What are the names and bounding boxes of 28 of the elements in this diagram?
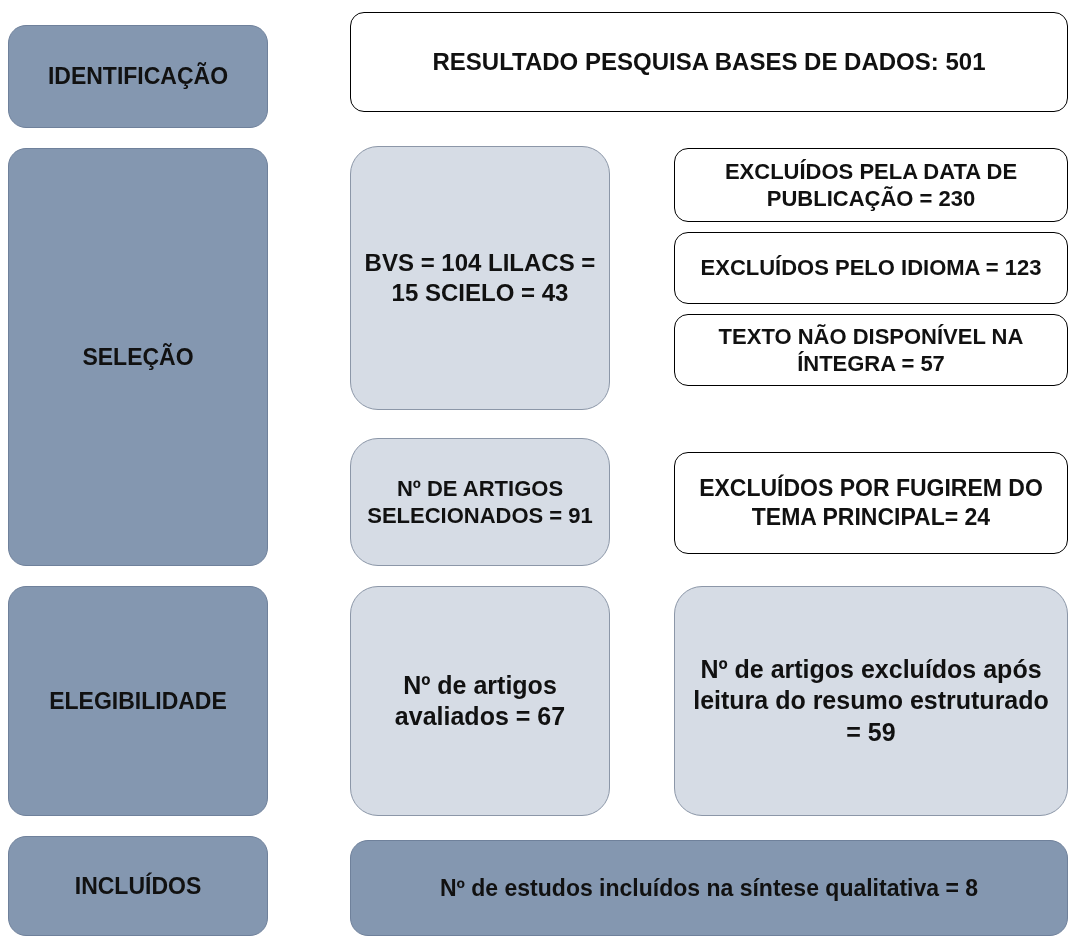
exclusion-text: TEXTO NÃO DISPONÍVEL NA ÍNTEGRA = 57 xyxy=(717,322,1025,378)
stage-label: SELEÇÃO xyxy=(82,342,194,372)
result-text: Nº de estudos incluídos na síntese qualitativa = 8 xyxy=(439,873,979,903)
stage-label: INCLUÍDOS xyxy=(74,871,202,901)
exclusion-box xyxy=(674,452,1068,554)
exclusion-text: EXCLUÍDOS PELA DATA DE PUBLICAÇÃO = 230 xyxy=(723,157,1019,213)
stage-box xyxy=(8,25,268,128)
exclusion-text: EXCLUÍDOS POR FUGIREM DO TEMA PRINCIPAL= 24 xyxy=(698,474,1044,532)
stage-box xyxy=(8,586,268,816)
stage-box xyxy=(8,148,268,566)
count-text: BVS = 104 LILACS = 15 SCIELO = 43 xyxy=(363,248,597,308)
result-box xyxy=(350,840,1068,936)
count-box xyxy=(350,146,610,410)
stage-label: IDENTIFICAÇÃO xyxy=(47,62,229,91)
stage-box xyxy=(8,836,268,936)
result-text: RESULTADO PESQUISA BASES DE DADOS: 501 xyxy=(432,47,986,77)
count-text: Nº DE ARTIGOS SELECIONADOS = 91 xyxy=(366,474,594,530)
count-text: Nº de artigos avaliados = 67 xyxy=(393,669,567,732)
count-box xyxy=(350,438,610,566)
result-box xyxy=(350,12,1068,112)
exclusion-box xyxy=(674,586,1068,816)
stage-label: ELEGIBILIDADE xyxy=(49,686,227,716)
count-box xyxy=(350,586,610,816)
exclusion-text: EXCLUÍDOS PELO IDIOMA = 123 xyxy=(700,254,1042,282)
exclusion-box xyxy=(674,232,1068,304)
exclusion-text: Nº de artigos excluídos após leitura do resumo estruturado = 59 xyxy=(692,654,1050,748)
exclusion-box xyxy=(674,148,1068,222)
exclusion-box xyxy=(674,314,1068,386)
